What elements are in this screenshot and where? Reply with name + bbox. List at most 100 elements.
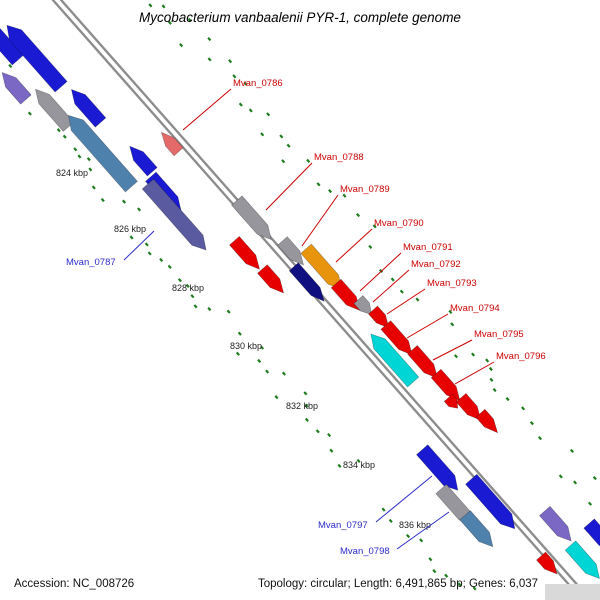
- gc-dot: [492, 387, 497, 393]
- scale-label: 834 kbp: [343, 460, 375, 470]
- gc-dot: [303, 391, 308, 396]
- gene-arrow[interactable]: [288, 262, 328, 305]
- gc-dot: [453, 354, 459, 359]
- gene-label-Mvan_0787[interactable]: Mvan_0787: [66, 257, 116, 268]
- gc-dot: [489, 377, 494, 382]
- gene-Mvan_0795[interactable]: [407, 345, 443, 382]
- label-leader-line: [265, 162, 313, 211]
- gene-label-Mvan_0793[interactable]: Mvan_0793: [427, 278, 477, 289]
- gc-dot: [243, 81, 248, 86]
- gc-dot: [86, 157, 91, 162]
- gene-label-Mvan_0797[interactable]: Mvan_0797: [318, 520, 368, 531]
- gc-dot: [558, 474, 563, 479]
- gc-dot: [286, 143, 291, 148]
- gc-dot: [62, 134, 67, 139]
- gc-dot: [207, 306, 212, 312]
- gene-arrow[interactable]: [63, 110, 138, 193]
- gc-dot: [185, 283, 190, 289]
- gene-label-Mvan_0794[interactable]: Mvan_0794: [450, 303, 500, 314]
- gene-Mvan_0788[interactable]: [231, 195, 277, 244]
- gene-label-Mvan_0788[interactable]: Mvan_0788: [314, 152, 364, 163]
- gene-label-Mvan_0796[interactable]: Mvan_0796: [496, 351, 546, 362]
- gene-Mvan_0789[interactable]: [277, 236, 309, 270]
- gene-Mvan_0793[interactable]: [368, 305, 394, 332]
- gc-dot: [448, 309, 453, 314]
- gc-dot: [144, 242, 149, 247]
- genome-summary-text: Topology: circular; Length: 6,491,865 bp…: [258, 578, 539, 590]
- gc-dot: [485, 358, 490, 363]
- gene-label-Mvan_0790[interactable]: Mvan_0790: [374, 218, 424, 229]
- gene-arrow[interactable]: [0, 68, 32, 105]
- gc-dot: [592, 476, 597, 481]
- gene-Mvan_0787[interactable]: [141, 178, 211, 255]
- gc-dot: [190, 294, 195, 299]
- gene-Mvan_0797[interactable]: [416, 444, 464, 495]
- gene-arrow[interactable]: [536, 551, 562, 578]
- gene-arrow[interactable]: [30, 85, 75, 132]
- gene-arrow[interactable]: [0, 19, 24, 66]
- gc-dot: [329, 448, 334, 453]
- gc-dot: [27, 111, 32, 116]
- gc-dot: [122, 199, 127, 204]
- gene-Mvan_0794[interactable]: [380, 320, 417, 360]
- gc-dot: [148, 3, 153, 8]
- gene-arrow[interactable]: [66, 85, 107, 128]
- gene-Mvan_0791[interactable]: [330, 278, 365, 315]
- gene-label-Mvan_0792[interactable]: Mvan_0792: [411, 259, 461, 270]
- gc-dot: [588, 501, 593, 506]
- gc-dot: [260, 132, 265, 137]
- gc-dot: [137, 207, 142, 212]
- gc-dot: [226, 309, 231, 314]
- gc-dot: [428, 557, 433, 562]
- gc-dot: [281, 159, 286, 164]
- gene-label-Mvan_0798[interactable]: Mvan_0798: [340, 546, 390, 557]
- gene-arrow[interactable]: [459, 510, 498, 552]
- gene-label-Mvan_0789[interactable]: Mvan_0789: [340, 184, 390, 195]
- label-leader-line: [386, 288, 426, 315]
- gene-label-Mvan_0795[interactable]: Mvan_0795: [474, 329, 524, 340]
- label-leader-line: [335, 228, 373, 263]
- gc-dot: [167, 20, 172, 25]
- gene-arrow[interactable]: [1, 20, 68, 93]
- gene-arrow[interactable]: [583, 518, 600, 555]
- gc-dot: [260, 345, 265, 350]
- gc-dot: [381, 507, 386, 512]
- gene-arrow[interactable]: [257, 264, 289, 298]
- gene-arrow[interactable]: [475, 408, 502, 436]
- gene-label-Mvan_0791[interactable]: Mvan_0791: [403, 242, 453, 253]
- label-leader-line: [396, 511, 450, 550]
- gene-Mvan_0786[interactable]: [157, 128, 184, 157]
- gc-dot: [279, 134, 284, 139]
- label-leader-line: [182, 88, 232, 131]
- gc-dot: [537, 436, 543, 441]
- gc-dot: [419, 538, 424, 543]
- gc-dot: [257, 358, 262, 364]
- gc-dot: [457, 582, 462, 587]
- gc-dot: [432, 569, 437, 574]
- gc-dot: [337, 463, 342, 468]
- corner-box: [545, 584, 600, 600]
- gc-dot: [274, 395, 279, 400]
- gc-dot: [368, 244, 373, 250]
- gene-arrow[interactable]: [229, 236, 265, 273]
- gene-arrow[interactable]: [455, 393, 486, 424]
- gc-dot: [444, 573, 449, 578]
- gene-arrow[interactable]: [465, 473, 521, 533]
- gene-arrow[interactable]: [564, 540, 600, 583]
- gc-dot: [235, 351, 240, 356]
- gene-arrow[interactable]: [539, 505, 577, 545]
- gene-Mvan_0792[interactable]: [353, 295, 376, 319]
- gc-dot: [161, 4, 166, 9]
- gene-arrow[interactable]: [125, 142, 158, 177]
- gene-arrow[interactable]: [365, 329, 420, 388]
- gene-arrow[interactable]: [443, 393, 462, 412]
- gc-dot: [237, 331, 242, 336]
- gene-label-Mvan_0786[interactable]: Mvan_0786: [233, 78, 283, 89]
- label-leader-line: [123, 230, 155, 261]
- gc-dot: [193, 304, 198, 309]
- gc-dot: [488, 366, 493, 372]
- gc-dot: [207, 36, 212, 42]
- gc-dot: [306, 158, 311, 163]
